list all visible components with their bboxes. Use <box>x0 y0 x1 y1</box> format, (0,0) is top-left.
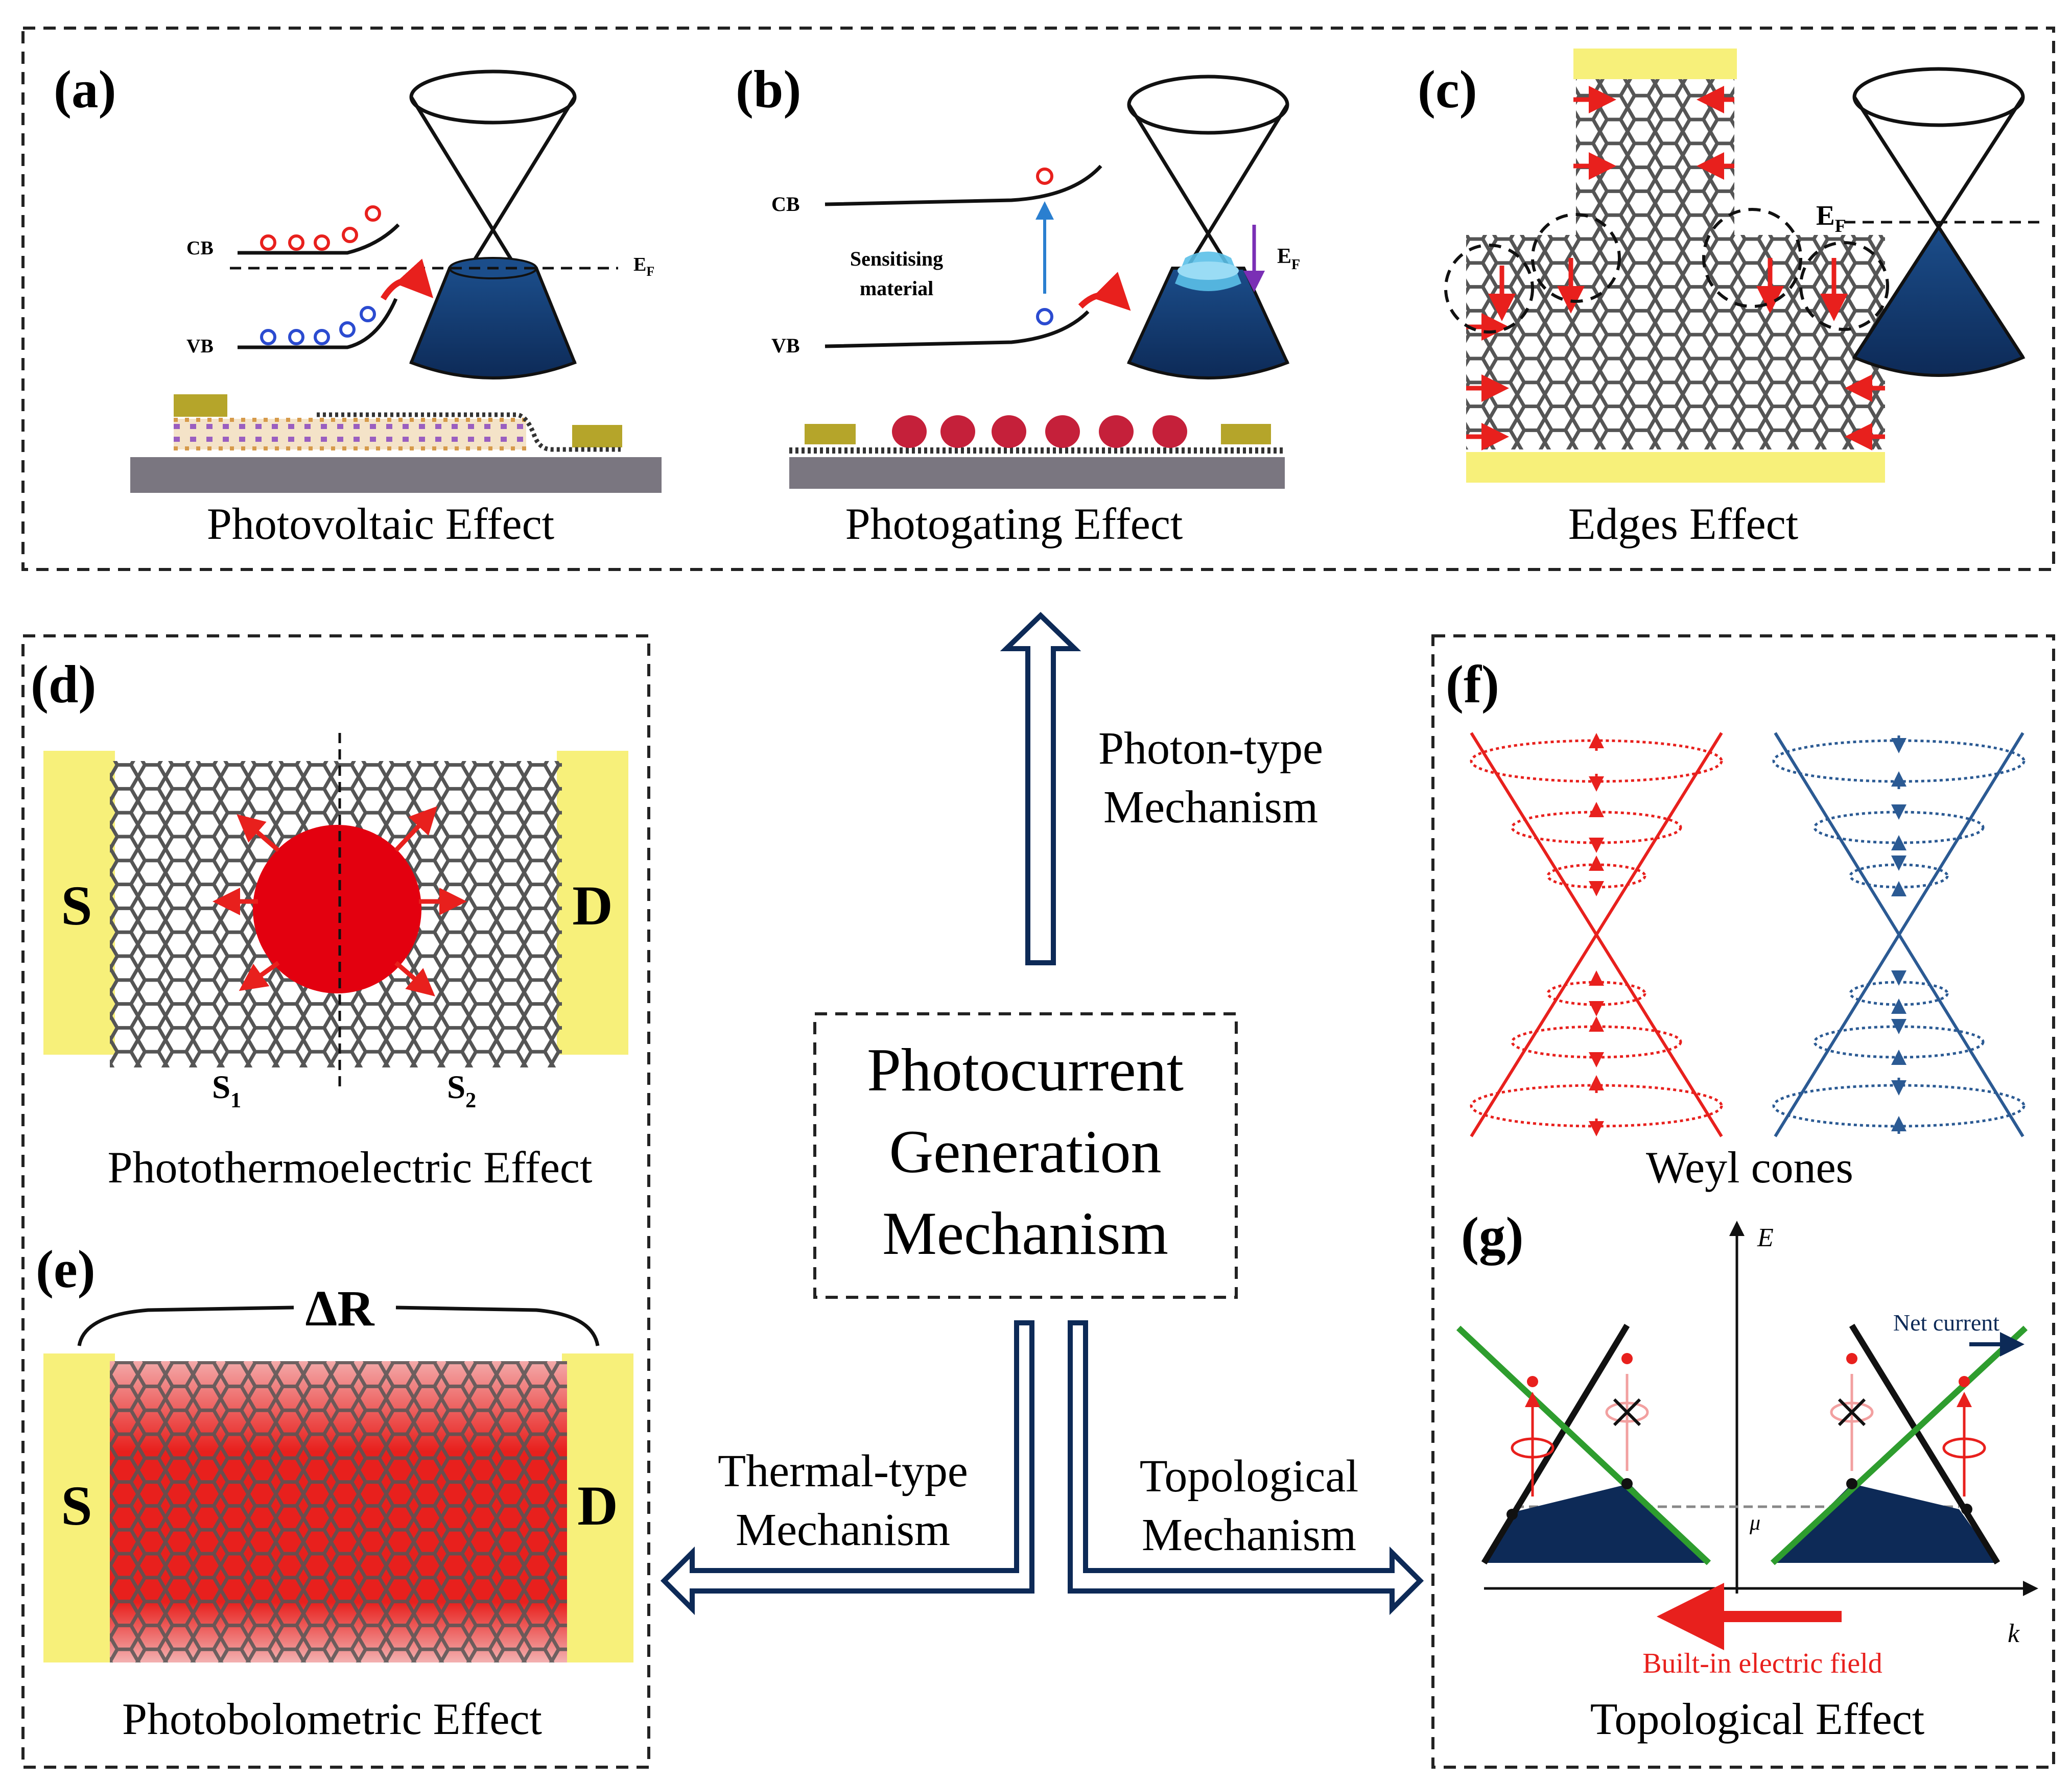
source-electrode-d <box>43 751 115 1055</box>
substrate-a <box>130 457 662 493</box>
substrate-b <box>789 457 1285 489</box>
dirac-cone-b <box>1126 75 1290 379</box>
s1-label: S1 <box>212 1069 241 1112</box>
delta-r-label: ΔR <box>305 1280 375 1337</box>
e-axis-label: E <box>1757 1223 1774 1252</box>
drain-label-d: D <box>572 874 613 937</box>
panel-b-caption: Photogating Effect <box>845 500 1183 549</box>
panel-c-caption: Edges Effect <box>1568 500 1798 549</box>
net-current-label: Net current <box>1893 1310 1999 1336</box>
graphene-layer-a <box>317 412 621 452</box>
center-line2: Generation <box>889 1118 1161 1185</box>
drain-label-e: D <box>577 1475 618 1537</box>
electrode-b-left <box>805 424 856 444</box>
s2-label: S2 <box>447 1069 476 1112</box>
panel-d: (d) S D S1 S2 Photothermoelectric Effect <box>31 654 628 1193</box>
material-label-line2: material <box>860 277 933 300</box>
panel-g: (g) E k μ <box>1456 1206 2038 1744</box>
panel-e-letter: (e) <box>36 1239 96 1299</box>
topo-label-line1: Topological <box>1140 1451 1359 1502</box>
panel-g-letter: (g) <box>1461 1206 1523 1266</box>
weyl-cone-red <box>1470 732 1723 1137</box>
thermal-label-line1: Thermal-type <box>718 1446 968 1496</box>
panel-b-letter: (b) <box>736 59 801 119</box>
edge-arrows-c <box>1466 86 1885 450</box>
electrode-b-right <box>1221 424 1271 444</box>
topological-arrow <box>1068 1320 1424 1615</box>
hole-b <box>1036 308 1053 325</box>
cb-label-b: CB <box>771 193 800 216</box>
center-box-frame <box>813 1012 1238 1299</box>
holes-a <box>260 306 376 345</box>
left-cone-g <box>1456 1323 1711 1565</box>
source-electrode-e <box>43 1353 115 1662</box>
vb-label-a: VB <box>186 336 214 357</box>
drain-electrode-d <box>557 751 628 1055</box>
cb-band-b <box>825 164 1102 206</box>
panel-a-letter: (a) <box>54 59 116 119</box>
vb-band-b <box>825 310 1090 348</box>
electrons-a <box>260 205 381 251</box>
panel-a-caption: Photovoltaic Effect <box>207 500 554 549</box>
transfer-arrow-b <box>1078 272 1131 311</box>
topo-label-line2: Mechanism <box>1142 1510 1356 1560</box>
resistance-bracket-e <box>77 1305 600 1346</box>
vb-label-b: VB <box>771 334 800 357</box>
mos2-layer-a <box>174 418 526 450</box>
panel-e-caption: Photobolometric Effect <box>122 1695 542 1744</box>
left-panel-frame <box>21 634 650 1769</box>
thermal-arrow <box>660 1320 1034 1615</box>
weyl-cone-blue <box>1772 732 2026 1137</box>
graphene-sheet-c <box>1466 79 1885 449</box>
vb-band-a <box>238 298 398 349</box>
center-box: Photocurrent Generation Mechanism <box>867 1036 1184 1267</box>
right-cone-g <box>1770 1323 2028 1565</box>
graphene-sheet-e <box>110 1361 567 1662</box>
hot-spot-d <box>253 825 421 993</box>
quantum-dots-b <box>892 415 1187 448</box>
panel-c-letter: (c) <box>1418 59 1477 119</box>
k-axis-label: k <box>2008 1619 2020 1648</box>
built-in-field-label: Built-in electric field <box>1642 1648 1882 1679</box>
panel-d-caption: Photothermoelectric Effect <box>108 1143 593 1193</box>
right-panel-frame <box>1431 634 2055 1769</box>
thermal-label-line2: Mechanism <box>736 1505 950 1555</box>
heat-arrows-d <box>213 806 467 996</box>
center-line1: Photocurrent <box>867 1036 1184 1104</box>
dirac-cone-c <box>1852 67 2026 377</box>
photon-arrow <box>1000 612 1081 965</box>
top-panel-frame <box>21 27 2055 571</box>
panel-f: (f) <box>1446 654 2026 1193</box>
ef-label-a: EF <box>633 254 654 279</box>
dirac-cone-a <box>409 69 577 379</box>
source-label-e: S <box>61 1475 92 1537</box>
panel-b: (b) EF CB Sensitising material VB Phot <box>736 59 1300 549</box>
mu-label: μ <box>1749 1511 1760 1535</box>
panel-a: (a) CB EF VB <box>54 59 662 549</box>
electrode-c-bottom <box>1466 452 1885 483</box>
drain-electrode-e <box>562 1353 633 1662</box>
panel-e: (e) ΔR S D Photobolometric Effect <box>36 1239 633 1744</box>
electrode-c-top <box>1573 49 1737 79</box>
cb-label-a: CB <box>186 237 214 259</box>
panel-d-letter: (d) <box>31 654 96 714</box>
cb-band-a <box>238 223 400 255</box>
transfer-arrow-a <box>380 258 434 301</box>
ef-label-b: EF <box>1277 245 1300 273</box>
panel-c: (c) EF Edges Effect <box>1418 49 2043 549</box>
photon-label-line1: Photon-type <box>1098 723 1323 774</box>
panel-g-caption: Topological Effect <box>1590 1695 1924 1744</box>
photon-label-line2: Mechanism <box>1103 782 1318 833</box>
electrode-a-right <box>572 425 622 447</box>
source-label-d: S <box>61 874 92 937</box>
edge-highlights-c <box>1444 208 1889 334</box>
electron-b <box>1036 168 1053 185</box>
ef-label-c: EF <box>1816 200 1846 236</box>
panel-f-caption: Weyl cones <box>1646 1143 1853 1193</box>
center-line3: Mechanism <box>882 1199 1168 1267</box>
panel-f-letter: (f) <box>1446 654 1499 714</box>
material-label-line1: Sensitising <box>850 247 943 270</box>
electrode-a-left <box>174 394 227 417</box>
